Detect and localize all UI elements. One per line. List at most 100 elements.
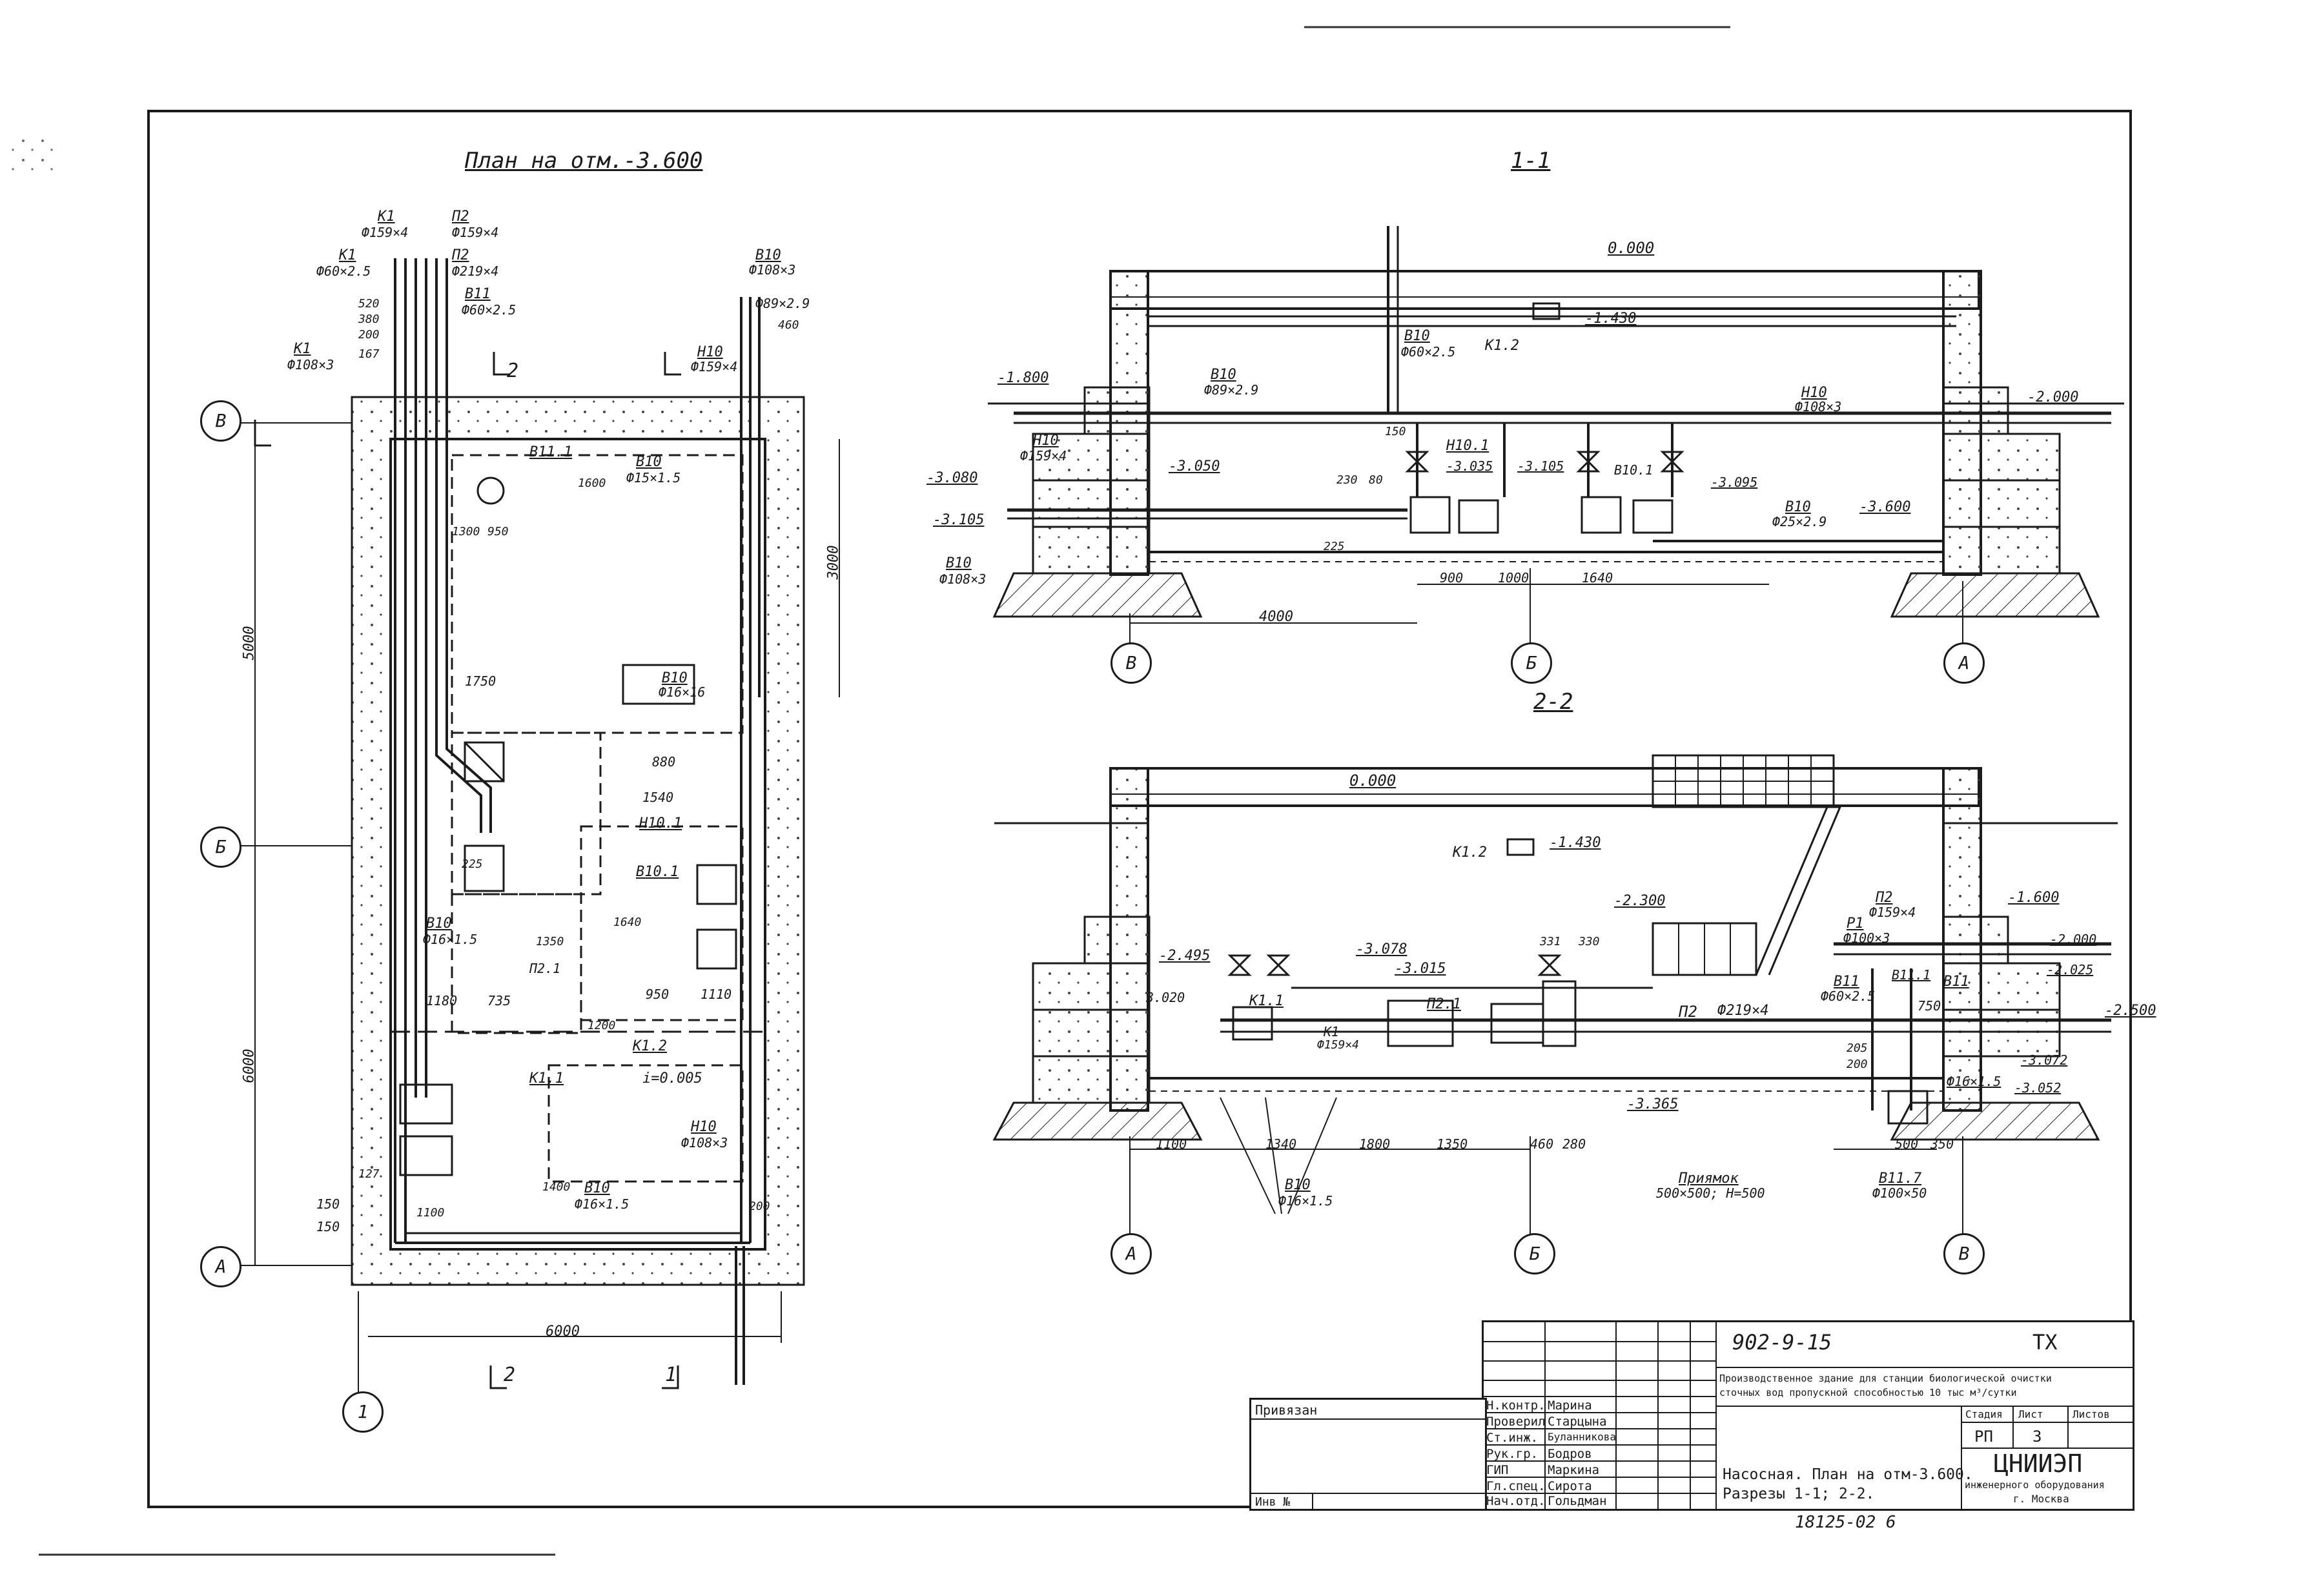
- staff-role: Н.контр.: [1486, 1398, 1546, 1413]
- plan-dim: 460: [778, 318, 799, 332]
- s1-elevation: -1.430: [1585, 311, 1637, 327]
- plan-label: Ф159×4: [362, 225, 409, 240]
- s1-dim: 150: [1385, 425, 1406, 438]
- s1-elevation: -3.105: [933, 512, 985, 528]
- staff-name: Буланникова: [1548, 1431, 1616, 1443]
- staff-name: Маркина: [1548, 1463, 1600, 1477]
- s2-dim: 750: [1918, 998, 1941, 1014]
- s1-label: Ф89×2.9: [1204, 382, 1259, 398]
- sheet-label: Лист: [2018, 1408, 2043, 1420]
- s2-elevation: 0.000: [1349, 772, 1397, 790]
- s1-label: Ф108×3: [1795, 399, 1842, 414]
- doc-code: 902-9-15: [1732, 1330, 1832, 1355]
- s2-label: П2: [1679, 1003, 1697, 1021]
- plan-dim: 950: [646, 987, 670, 1002]
- s2-dim: 330: [1579, 935, 1600, 948]
- plan-label: К1.1: [529, 1070, 564, 1087]
- plan-dim: 150: [316, 1196, 340, 1212]
- sheet-title-1: Насосная. План на отм-3.600.: [1723, 1466, 1973, 1483]
- section-1-1: [988, 226, 2124, 646]
- plan-dim: 150: [316, 1219, 340, 1234]
- plan-dim: 1100: [416, 1206, 445, 1220]
- s2-label: Ф60×2.5: [1821, 988, 1876, 1004]
- staff-role: Проверил: [1486, 1415, 1546, 1429]
- plan-label: Ф16×1.5: [575, 1196, 629, 1212]
- plan-dim: 1640: [613, 916, 642, 929]
- plan-view: [229, 258, 840, 1414]
- plan-label: Ф15×1.5: [626, 470, 681, 486]
- s2-elevation: -2.025: [2047, 962, 2094, 977]
- plan-dim: 167: [358, 347, 380, 361]
- s1-label: Н10: [1033, 433, 1059, 449]
- s1-label: В10: [1785, 499, 1811, 515]
- axis-bubble-plan-b: Б: [200, 826, 241, 868]
- plan-dim: 6000: [546, 1324, 580, 1340]
- s1-elevation: -2.000: [2027, 389, 2079, 405]
- plan-dim: 950: [487, 525, 509, 538]
- stage-value: РП: [1974, 1427, 1993, 1446]
- sheet-frame: [147, 110, 2132, 1508]
- description-line-1: Производственное здание для станции биол…: [1719, 1373, 2052, 1384]
- plan-label: К1: [294, 341, 311, 357]
- s2-label: В11.7: [1879, 1171, 1922, 1187]
- plan-dim: 1400: [542, 1180, 571, 1194]
- plan-dim: 5000: [241, 626, 258, 660]
- doc-mark: ТХ: [2032, 1330, 2058, 1355]
- s2-label: В11: [1834, 974, 1859, 990]
- plan-label: Н10: [691, 1119, 717, 1135]
- org-subtitle: инженерного оборудования: [1965, 1479, 2105, 1491]
- plan-dim: 1600: [578, 476, 606, 490]
- s1-elevation: -3.035: [1446, 458, 1493, 474]
- s2-label: Ф100×50: [1872, 1185, 1927, 1201]
- plan-dim: 520: [358, 297, 380, 311]
- s2-label: К1: [1324, 1024, 1340, 1039]
- plan-dim: 1180: [426, 993, 458, 1008]
- axis-bubble-plan-1: 1: [342, 1391, 384, 1433]
- s2-dim: 205: [1847, 1041, 1868, 1055]
- staff-name: Старцына: [1548, 1415, 1607, 1429]
- section-mark: 2: [504, 1364, 516, 1386]
- plan-dim: 200: [358, 328, 380, 342]
- s1-label: Ф159×4: [1020, 448, 1067, 464]
- s1-elevation: 0.000: [1608, 239, 1655, 257]
- section-mark: 2: [507, 360, 519, 382]
- section-2-2-title: 2-2: [1533, 689, 1573, 715]
- s1-dim: 230: [1336, 473, 1358, 487]
- s2-label: Приямок: [1679, 1171, 1739, 1187]
- staff-name: Сирота: [1548, 1479, 1592, 1493]
- s2-label: Ф16×1.5: [1278, 1193, 1333, 1209]
- s1-elevation: -3.600: [1859, 499, 1911, 515]
- axis-bubble-s1-b: Б: [1511, 642, 1552, 684]
- s1-label: В10: [1211, 367, 1236, 383]
- s2-label: Ф219×4: [1717, 1003, 1769, 1019]
- s2-label: Р1: [1847, 916, 1864, 932]
- plan-dim: 1540: [642, 790, 674, 805]
- s2-elevation: -2.300: [1614, 893, 1666, 909]
- s2-label: Ф159×4: [1869, 905, 1916, 920]
- plan-label: Ф16×1.5: [423, 932, 478, 947]
- s2-label: В11.1: [1892, 967, 1931, 983]
- axis-bubble-s1-v: В: [1111, 642, 1152, 684]
- s2-elevation: 3.020: [1146, 990, 1185, 1005]
- plan-label: П2.1: [529, 961, 561, 976]
- s1-label: К1.2: [1485, 338, 1519, 354]
- plan-label: i=0.005: [642, 1070, 702, 1087]
- staff-name: Гольдман: [1548, 1494, 1607, 1508]
- plan-dim: 1200: [588, 1019, 616, 1032]
- sheet-title-2: Разрезы 1-1; 2-2.: [1723, 1486, 1875, 1502]
- s2-elevation: -3.078: [1356, 941, 1407, 957]
- s2-elevation: -1.430: [1550, 835, 1601, 851]
- s2-label: Ф159×4: [1317, 1038, 1360, 1052]
- plan-label: К1: [378, 209, 395, 225]
- s2-dim: 350: [1930, 1136, 1954, 1152]
- s2-label: К1.2: [1453, 844, 1487, 861]
- s1-label: В10.1: [1614, 462, 1653, 478]
- staff-role: Гл.спец.: [1486, 1479, 1546, 1493]
- s1-label: В10: [1404, 328, 1430, 344]
- s2-dim: 331: [1540, 935, 1561, 948]
- s2-label: П2: [1876, 890, 1893, 906]
- staff-role: ГИП: [1486, 1463, 1509, 1477]
- plan-label: В10.1: [636, 864, 679, 880]
- plan-label: К1: [339, 247, 356, 263]
- plan-dim: 225: [462, 857, 483, 871]
